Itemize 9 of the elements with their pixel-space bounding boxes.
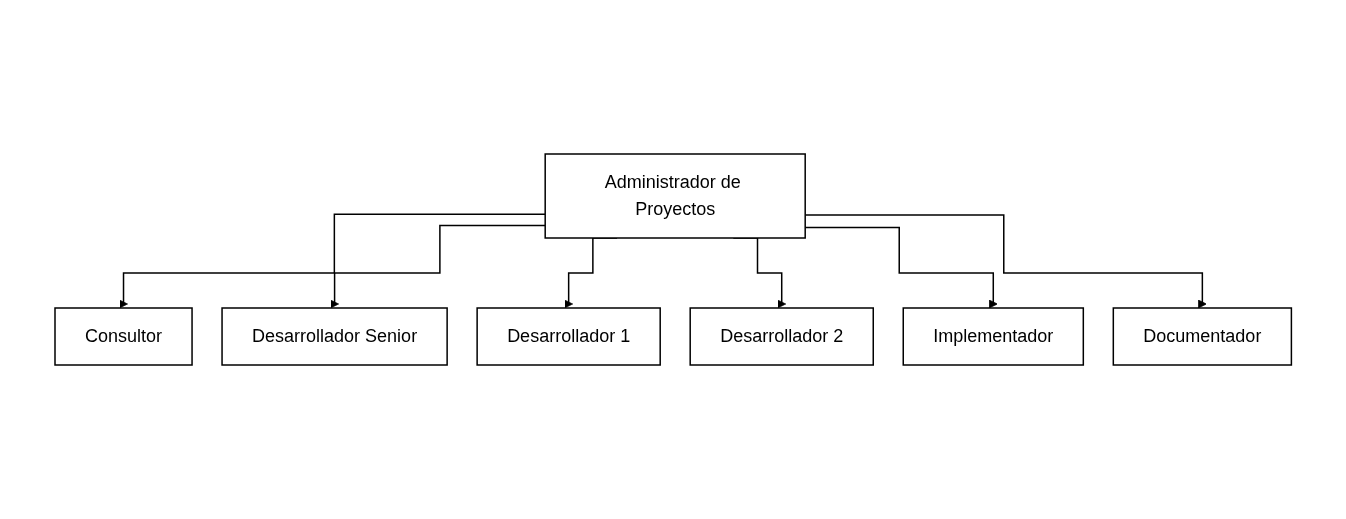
arrow [804,214,1207,309]
node-box: Desarrollador Senior [221,307,448,366]
node-box: Desarrollador 2 [689,307,874,366]
arrow [804,226,998,309]
node-box: Consultor [54,307,193,366]
node-box: Implementador [902,307,1084,366]
node-box: Desarrollador 1 [476,307,661,366]
node-box: Administrador de Proyectos [544,153,806,239]
node-box: Documentador [1112,307,1292,366]
